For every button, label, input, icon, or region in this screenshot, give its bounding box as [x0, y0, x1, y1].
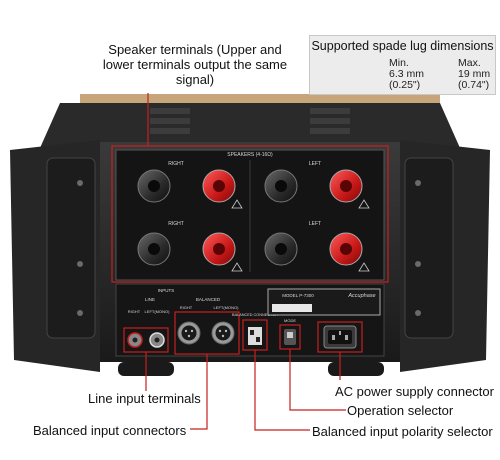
spade-min-label: Min.	[389, 57, 409, 69]
speaker-terminal-lower-right-negative[interactable]	[137, 232, 171, 266]
spade-max-in: (0.74")	[458, 79, 490, 91]
line-right-label: RIGHT	[128, 309, 141, 314]
spade-min-in: (0.25")	[389, 79, 421, 91]
line-left-label: LEFT(MONO)	[145, 309, 171, 314]
operation-selector-callout: Operation selector	[347, 403, 454, 418]
spade-lug-box: Supported spade lug dimensions Min. 6.3 …	[309, 35, 496, 95]
left-side-panel	[46, 157, 96, 339]
spade-max-dimension: Max. 19 mm (0.74")	[458, 58, 490, 91]
spade-lug-title: Supported spade lug dimensions	[311, 39, 494, 53]
lower-right-label: RIGHT	[168, 221, 184, 227]
upper-left-label: LEFT	[309, 161, 321, 167]
xlr-connector-right[interactable]	[177, 321, 201, 345]
right-side-panel	[404, 157, 454, 339]
xlr-connector-left[interactable]	[211, 321, 235, 345]
chassis-top	[40, 103, 460, 148]
speaker-terminal-lower-left-positive[interactable]	[329, 232, 363, 266]
right-foot	[328, 362, 384, 376]
spade-min-dimension: Min. 6.3 mm (0.25")	[389, 58, 424, 91]
spade-max-label: Max.	[458, 57, 481, 69]
balanced-input-callout: Balanced input connectors	[33, 423, 187, 438]
mode-label: MODE	[284, 318, 296, 323]
model-text: MODEL P-7300	[282, 293, 314, 298]
speaker-terminal-upper-left-positive[interactable]	[329, 169, 363, 203]
lower-left-label: LEFT	[309, 221, 321, 227]
speaker-terminal-lower-left-negative[interactable]	[264, 232, 298, 266]
speaker-header: SPEAKERS (4-16Ω)	[227, 152, 273, 158]
speaker-terminal-upper-left-negative[interactable]	[264, 169, 298, 203]
ac-power-callout: AC power supply connector	[335, 384, 494, 399]
speaker-terminal-upper-right-positive[interactable]	[202, 169, 236, 203]
speaker-highlight-frame	[111, 145, 389, 283]
wood-top	[80, 94, 440, 104]
speaker-terminals-callout: Speaker terminals (Upper and lower termi…	[102, 42, 288, 87]
spade-max-mm: 19 mm	[458, 68, 491, 80]
polarity-label: BALANCED CONNECTOR	[232, 313, 278, 317]
inputs-label: INPUTS	[158, 288, 175, 293]
balanced-label: BALANCED	[196, 297, 221, 302]
polarity-selector-callout: Balanced input polarity selector	[312, 424, 493, 439]
heatsink-fins	[150, 108, 350, 134]
operation-selector-switch[interactable]	[284, 329, 296, 345]
ac-power-connector[interactable]	[323, 325, 357, 349]
spade-min-mm: 6.3 mm	[389, 68, 425, 80]
warning-icon	[231, 199, 370, 272]
rca-jack-right[interactable]	[127, 332, 143, 348]
rca-jack-left[interactable]	[149, 332, 165, 348]
line-input-callout: Line input terminals	[88, 391, 201, 406]
bal-left-label: LEFT(MONO)	[214, 305, 240, 310]
polarity-selector-switch[interactable]	[248, 327, 262, 345]
brand-logo: Accuphase	[347, 293, 375, 299]
leader-lines	[145, 93, 346, 431]
upper-right-label: RIGHT	[168, 161, 184, 167]
line-label: LINE	[145, 297, 155, 302]
bal-right-label: RIGHT	[180, 305, 193, 310]
speaker-terminal-lower-right-positive[interactable]	[202, 232, 236, 266]
speaker-terminal-upper-right-negative[interactable]	[137, 169, 171, 203]
